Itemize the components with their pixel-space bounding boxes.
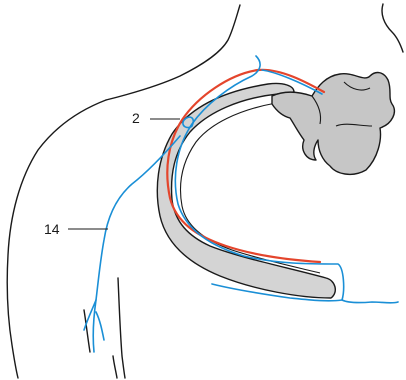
neck-right-contour [382, 4, 403, 52]
arm-inner-contour [118, 278, 125, 378]
body-outline [7, 4, 403, 378]
label-14: 14 [44, 221, 60, 237]
blue-vessel-arm-twig-2 [96, 312, 104, 340]
label-14-group: 14 [44, 221, 108, 237]
label-2-group: 2 [132, 110, 180, 126]
label-2: 2 [132, 110, 140, 126]
shoulder-contour [7, 100, 106, 378]
arm-inner-contour-2 [113, 356, 117, 378]
